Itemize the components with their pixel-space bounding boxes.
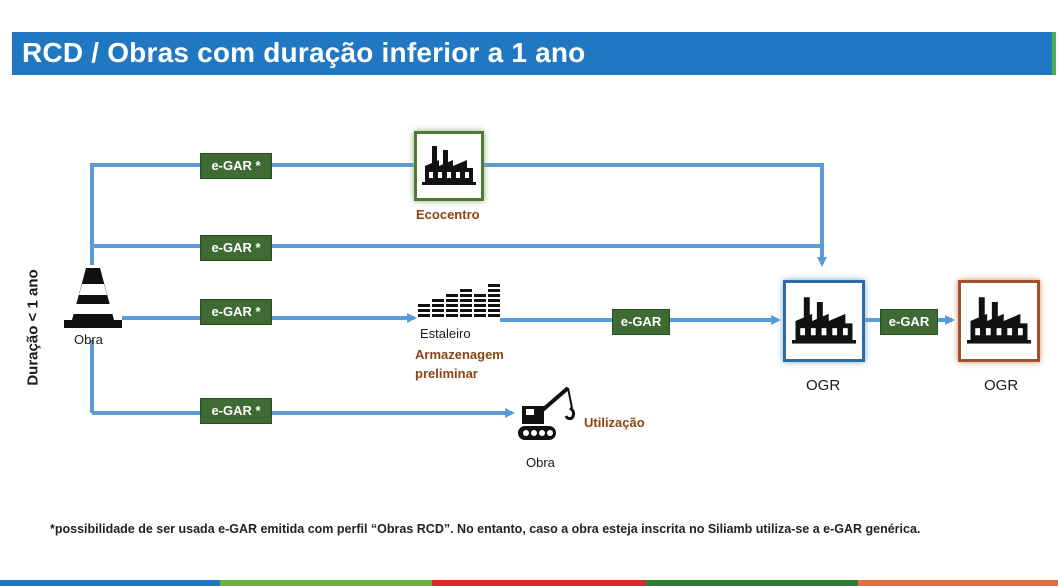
ogr-2-label: OGR bbox=[984, 377, 1019, 394]
utilizacao-label: Utilização bbox=[584, 415, 645, 430]
egar-badge-bottom: e-GAR * bbox=[200, 398, 272, 424]
page-title: RCD / Obras com duração inferior a 1 ano bbox=[22, 37, 586, 68]
ecocentro-box bbox=[414, 131, 484, 201]
obra-end-label: Obra bbox=[526, 455, 555, 470]
ecocentro-label: Ecocentro bbox=[416, 207, 480, 222]
traffic-cone-icon bbox=[64, 268, 122, 328]
bottom-bar-green bbox=[220, 580, 432, 586]
bottom-bar-darkgreen bbox=[646, 580, 858, 586]
obra-start-label: Obra bbox=[74, 332, 103, 347]
bottom-bar-blue bbox=[0, 580, 220, 586]
factory-icon bbox=[966, 297, 1032, 344]
factory-icon bbox=[791, 297, 857, 344]
egar-badge-second: e-GAR * bbox=[200, 235, 272, 261]
banner-accent bbox=[1052, 32, 1056, 75]
egar-badge-ogr: e-GAR bbox=[880, 309, 938, 335]
ecocentro-to-ogr-line bbox=[484, 163, 827, 267]
factory-icon bbox=[422, 146, 476, 185]
footnote: *possibilidade de ser usada e-GAR emitid… bbox=[50, 522, 921, 536]
estaleiro-label: Estaleiro bbox=[420, 326, 471, 341]
bottom-bar-red bbox=[432, 580, 646, 586]
egar-badge-estaleiro: e-GAR bbox=[612, 309, 670, 335]
title-banner: RCD / Obras com duração inferior a 1 ano bbox=[12, 32, 1056, 75]
armazenagem-label-2: preliminar bbox=[415, 366, 478, 381]
egar-badge-top: e-GAR * bbox=[200, 153, 272, 179]
egar-badge-middle: e-GAR * bbox=[200, 299, 272, 325]
storage-bars-icon bbox=[418, 284, 500, 317]
trunk-line bbox=[90, 163, 414, 265]
bottom-bar-orange bbox=[858, 580, 1058, 586]
ogr-2-box bbox=[958, 280, 1040, 362]
armazenagem-label-1: Armazenagem bbox=[415, 347, 504, 362]
ogr-1-label: OGR bbox=[806, 377, 841, 394]
crane-icon bbox=[518, 386, 576, 440]
duration-label-text: Duração < 1 ano bbox=[24, 268, 42, 386]
ogr-1-box bbox=[783, 280, 865, 362]
duration-label: Duração < 1 ano bbox=[18, 262, 48, 392]
